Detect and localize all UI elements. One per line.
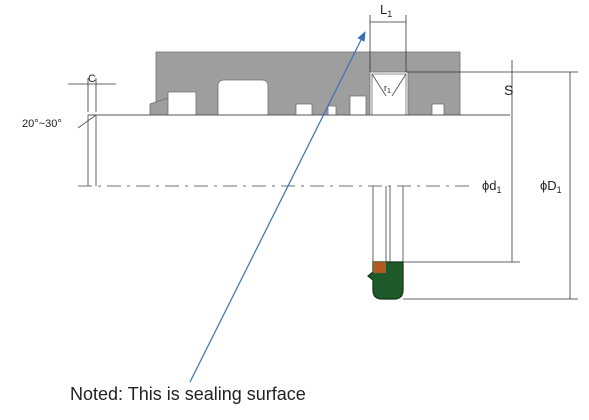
groove-radius-left	[371, 73, 387, 97]
label-r1: r1	[384, 83, 391, 95]
seal-section	[367, 186, 404, 300]
label-D1: ϕD1	[540, 178, 562, 195]
labels: L1 C 20°~30° S r1 ϕd1 ϕD1	[22, 2, 562, 195]
annotation-arrow	[189, 31, 366, 383]
label-C: C	[88, 73, 96, 85]
housing-body	[155, 51, 461, 116]
chamfer-line	[77, 114, 97, 129]
energizer-ring	[373, 262, 386, 273]
label-angle: 20°~30°	[22, 118, 62, 130]
groove-radius-right	[391, 73, 407, 97]
housing	[149, 51, 461, 116]
shaft	[77, 114, 510, 187]
label-d1: ϕd1	[482, 178, 502, 195]
label-S: S	[504, 82, 513, 98]
dimensions	[68, 15, 578, 300]
label-L1: L1	[380, 2, 392, 19]
annotation-note: Noted: This is sealing surface	[70, 384, 306, 404]
